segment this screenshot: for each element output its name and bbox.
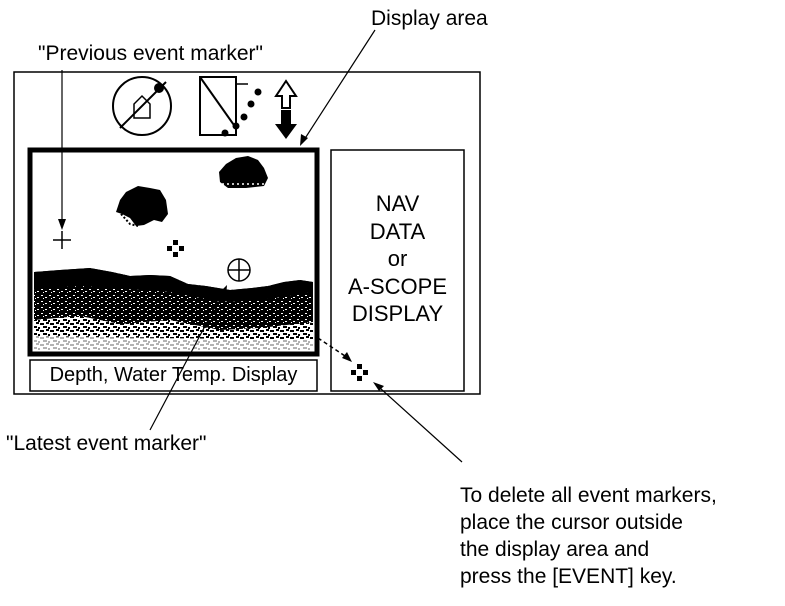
panel-line: DISPLAY [351, 301, 444, 326]
ship-circle-icon [112, 76, 172, 136]
crosshair-icon [227, 258, 251, 282]
dotted-plot-icon [199, 76, 262, 137]
note-line: the display area and [460, 538, 650, 561]
latest-event-marker-label: "Latest event marker" [6, 432, 207, 455]
note-line: To delete all event markers, [460, 484, 717, 507]
panel-line: or [387, 246, 408, 271]
panel-line: DATA [369, 218, 426, 244]
panel-line: NAV [375, 191, 420, 216]
nav-data-panel-text: NAV DATA or A-SCOPE DISPLAY [331, 190, 464, 328]
fish-echo [116, 186, 168, 226]
note-line: place the cursor outside [460, 511, 683, 534]
previous-event-marker-icon [53, 231, 71, 249]
depth-temp-display-label: Depth, Water Temp. Display [49, 364, 298, 386]
delete-markers-note: To delete all event markers, place the c… [460, 482, 717, 590]
event-marker-icon [167, 240, 184, 257]
up-down-arrow-icon [274, 79, 298, 139]
unit-outline [13, 71, 481, 395]
fish-echo [219, 156, 268, 188]
event-marker-icon [351, 364, 368, 381]
display-area-label: Display area [371, 7, 488, 30]
panel-line: A-SCOPE [347, 273, 448, 299]
side-panel-box [330, 149, 465, 392]
note-line: press the [EVENT] key. [460, 565, 677, 588]
previous-event-marker-label: "Previous event marker" [38, 42, 263, 65]
